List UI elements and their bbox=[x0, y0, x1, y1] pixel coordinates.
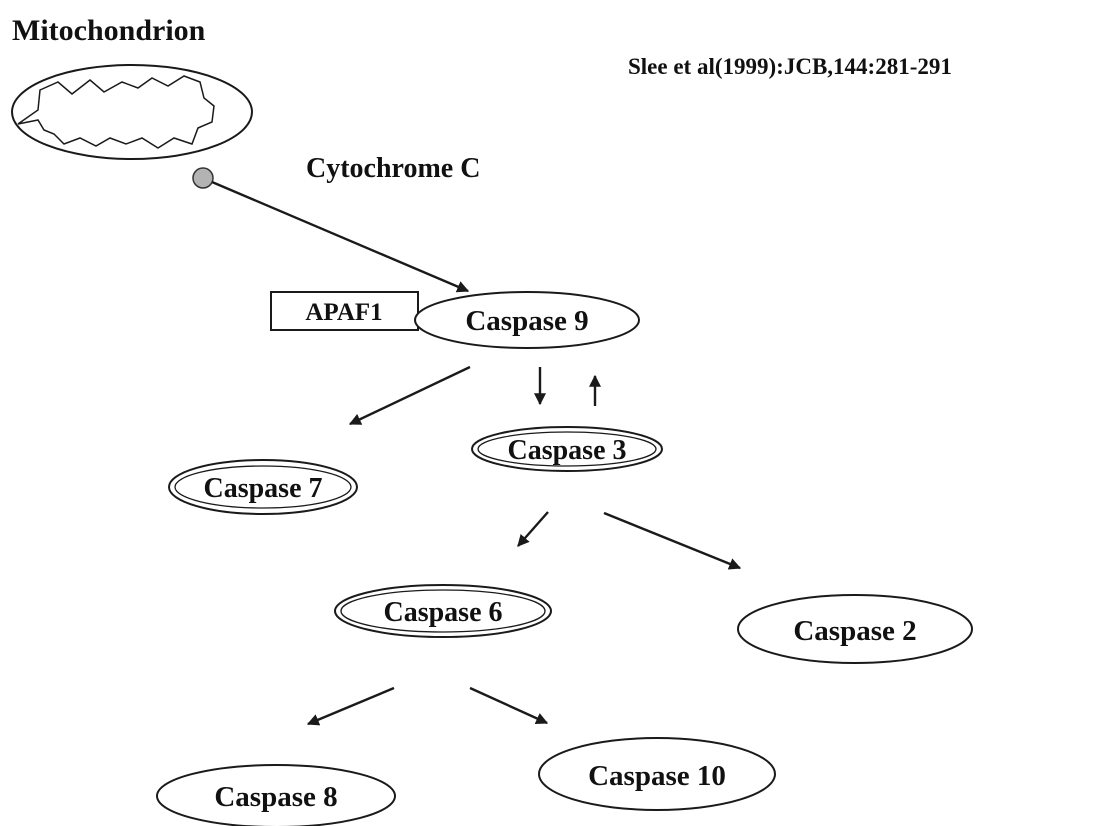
edge-caspase6-to-caspase8 bbox=[306, 686, 395, 726]
citation: Slee et al(1999):JCB,144:281-291 bbox=[628, 54, 952, 79]
node-caspase9: Caspase 9 bbox=[414, 291, 640, 349]
node-caspase2: Caspase 2 bbox=[737, 594, 973, 664]
node-caspase10: Caspase 10 bbox=[538, 737, 776, 811]
edge-caspase9-to-caspase7 bbox=[348, 365, 471, 426]
node-caspase8-label: Caspase 8 bbox=[214, 781, 337, 813]
cytochrome-c-label: Cytochrome C bbox=[306, 153, 480, 184]
edge-caspase6-to-caspase10 bbox=[469, 686, 549, 725]
cytochrome-c-dot bbox=[192, 167, 214, 189]
node-apaf1: APAF1 bbox=[270, 291, 419, 331]
node-caspase6-label: Caspase 6 bbox=[383, 597, 502, 628]
node-caspase10-label: Caspase 10 bbox=[588, 760, 726, 792]
node-caspase7-label: Caspase 7 bbox=[203, 473, 322, 504]
edge-caspase3-to-caspase6 bbox=[517, 511, 549, 547]
node-caspase2-label: Caspase 2 bbox=[793, 615, 916, 647]
node-caspase3-label: Caspase 3 bbox=[507, 435, 626, 466]
edge-cytochrome-to-caspase9 bbox=[211, 180, 470, 293]
node-caspase6: Caspase 6 bbox=[334, 584, 552, 638]
node-caspase3: Caspase 3 bbox=[471, 426, 663, 472]
node-caspase7: Caspase 7 bbox=[168, 459, 358, 515]
diagram-title: Mitochondrion bbox=[12, 14, 206, 47]
edge-caspase3-to-caspase2 bbox=[603, 511, 742, 570]
node-caspase9-label: Caspase 9 bbox=[465, 305, 588, 337]
node-apaf1-label: APAF1 bbox=[305, 299, 382, 326]
mitochondrion-shape bbox=[11, 64, 253, 160]
node-caspase8: Caspase 8 bbox=[156, 764, 396, 826]
